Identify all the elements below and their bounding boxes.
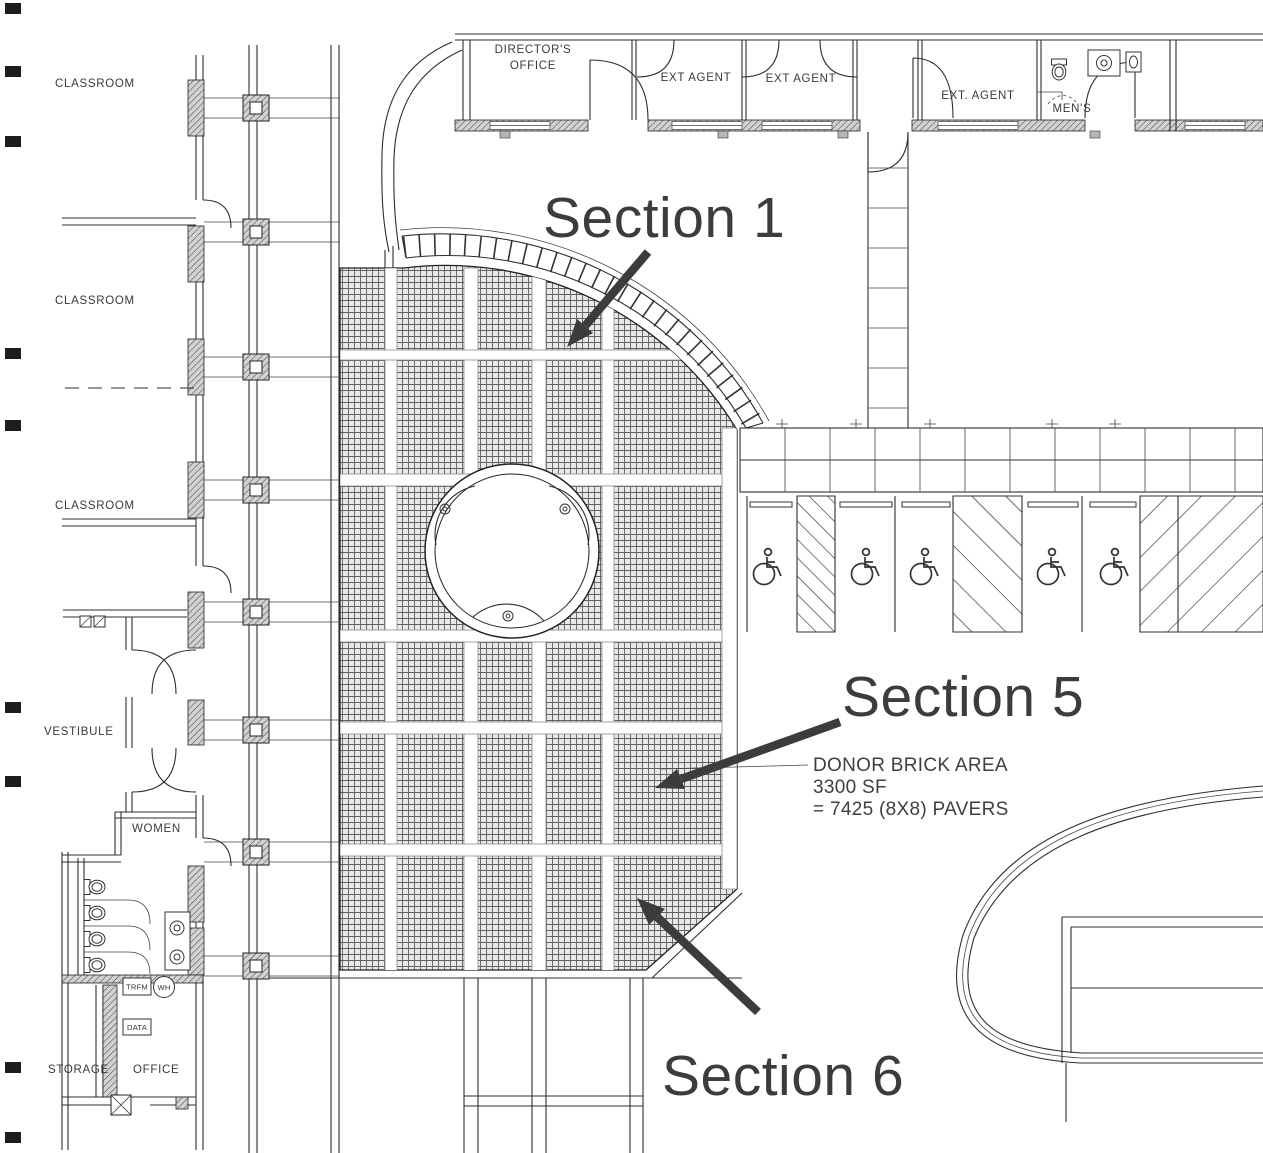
section-1-arrowhead (567, 319, 593, 347)
lower-walkway (463, 978, 644, 1153)
paver-accent-band (399, 227, 770, 431)
left-building: TRFM WH DATA CLASSROOM CLASSROOM CLASSRO… (44, 55, 232, 1150)
interior-walls (61, 217, 204, 1150)
womens-restroom-fixtures (83, 879, 191, 975)
storefront-windows (489, 121, 1246, 130)
label-ext-agent-1: EXT AGENT (661, 72, 732, 84)
section-1-label: Section 1 (543, 186, 785, 250)
label-vestibule: VESTIBULE (44, 726, 114, 738)
wall-pilasters (187, 79, 205, 976)
entry-walk-curve (381, 41, 463, 253)
section-5-label: Section 5 (842, 665, 1084, 729)
annotation-section-6: Section 6 (637, 898, 904, 1108)
scan-marks (5, 3, 21, 1143)
wheelchair-icon (1036, 547, 1066, 586)
corridor-sidewalk (867, 132, 909, 428)
label-wh: WH (157, 983, 170, 992)
label-directors-office-2: OFFICE (510, 60, 556, 72)
wall-tabs (499, 130, 1101, 139)
wheelchair-icon (850, 547, 880, 586)
label-women: WOMEN (132, 823, 181, 835)
parking-area (739, 419, 1263, 633)
colonnade-beams (204, 97, 340, 977)
section-5-arrowhead (655, 769, 685, 789)
annotation-section-5: Section 5 (655, 665, 1084, 789)
top-building: DIRECTOR'S OFFICE EXT AGENT EXT AGENT EX… (454, 33, 1263, 173)
label-ext-agent-2: EXT AGENT (766, 73, 837, 85)
section-6-arrowhead (637, 898, 665, 925)
annotation-donor-note: DONOR BRICK AREA 3300 SF = 7425 (8X8) PA… (659, 755, 1009, 820)
donor-note-line-2: 3300 SF (813, 777, 887, 798)
utility-equipment: TRFM WH DATA (122, 976, 175, 1036)
label-trfm: TRFM (126, 983, 148, 992)
annotation-section-1: Section 1 (543, 186, 785, 347)
room-labels-top: DIRECTOR'S OFFICE EXT AGENT EXT AGENT EX… (495, 44, 1092, 115)
planter-circle (424, 463, 600, 639)
wheelchair-icon (909, 547, 939, 586)
wheel-stops (749, 501, 1137, 508)
donor-note-line-3: = 7425 (8X8) PAVERS (813, 799, 1009, 820)
curb-ticks (776, 419, 1121, 428)
label-storage: STORAGE (48, 1064, 109, 1076)
doors-left-wall (202, 199, 232, 867)
landscape-bed (956, 785, 1263, 1122)
section-6-label: Section 6 (662, 1044, 904, 1108)
donor-brick-plaza (250, 264, 743, 979)
colonnade-columns (242, 94, 270, 980)
label-classroom-2: CLASSROOM (55, 295, 135, 307)
label-ext-agent-3: EXT. AGENT (941, 90, 1014, 102)
access-aisle-hatch-2 (952, 495, 1023, 633)
room-labels-left: CLASSROOM CLASSROOM CLASSROOM VESTIBULE … (44, 78, 181, 1076)
top-exterior-wall (454, 119, 1263, 139)
wheelchair-icon (1099, 547, 1129, 586)
access-aisle-hatch-3 (1139, 495, 1263, 633)
colonnade (204, 45, 394, 1153)
access-aisle-hatch-1 (796, 495, 836, 633)
planter-anchor-bolts (439, 503, 571, 622)
mens-restroom-fixtures (1037, 49, 1142, 105)
label-directors-office-1: DIRECTOR'S (495, 44, 572, 56)
label-office: OFFICE (133, 1064, 179, 1076)
donor-note-line-1: DONOR BRICK AREA (813, 755, 1008, 776)
label-classroom-3: CLASSROOM (55, 500, 135, 512)
label-data: DATA (127, 1023, 148, 1032)
label-classroom-1: CLASSROOM (55, 78, 135, 90)
label-mens: MEN'S (1053, 103, 1092, 115)
wheelchair-icon (752, 547, 782, 586)
vestibule-doors (125, 617, 197, 812)
floor-box-fixtures (79, 615, 106, 628)
